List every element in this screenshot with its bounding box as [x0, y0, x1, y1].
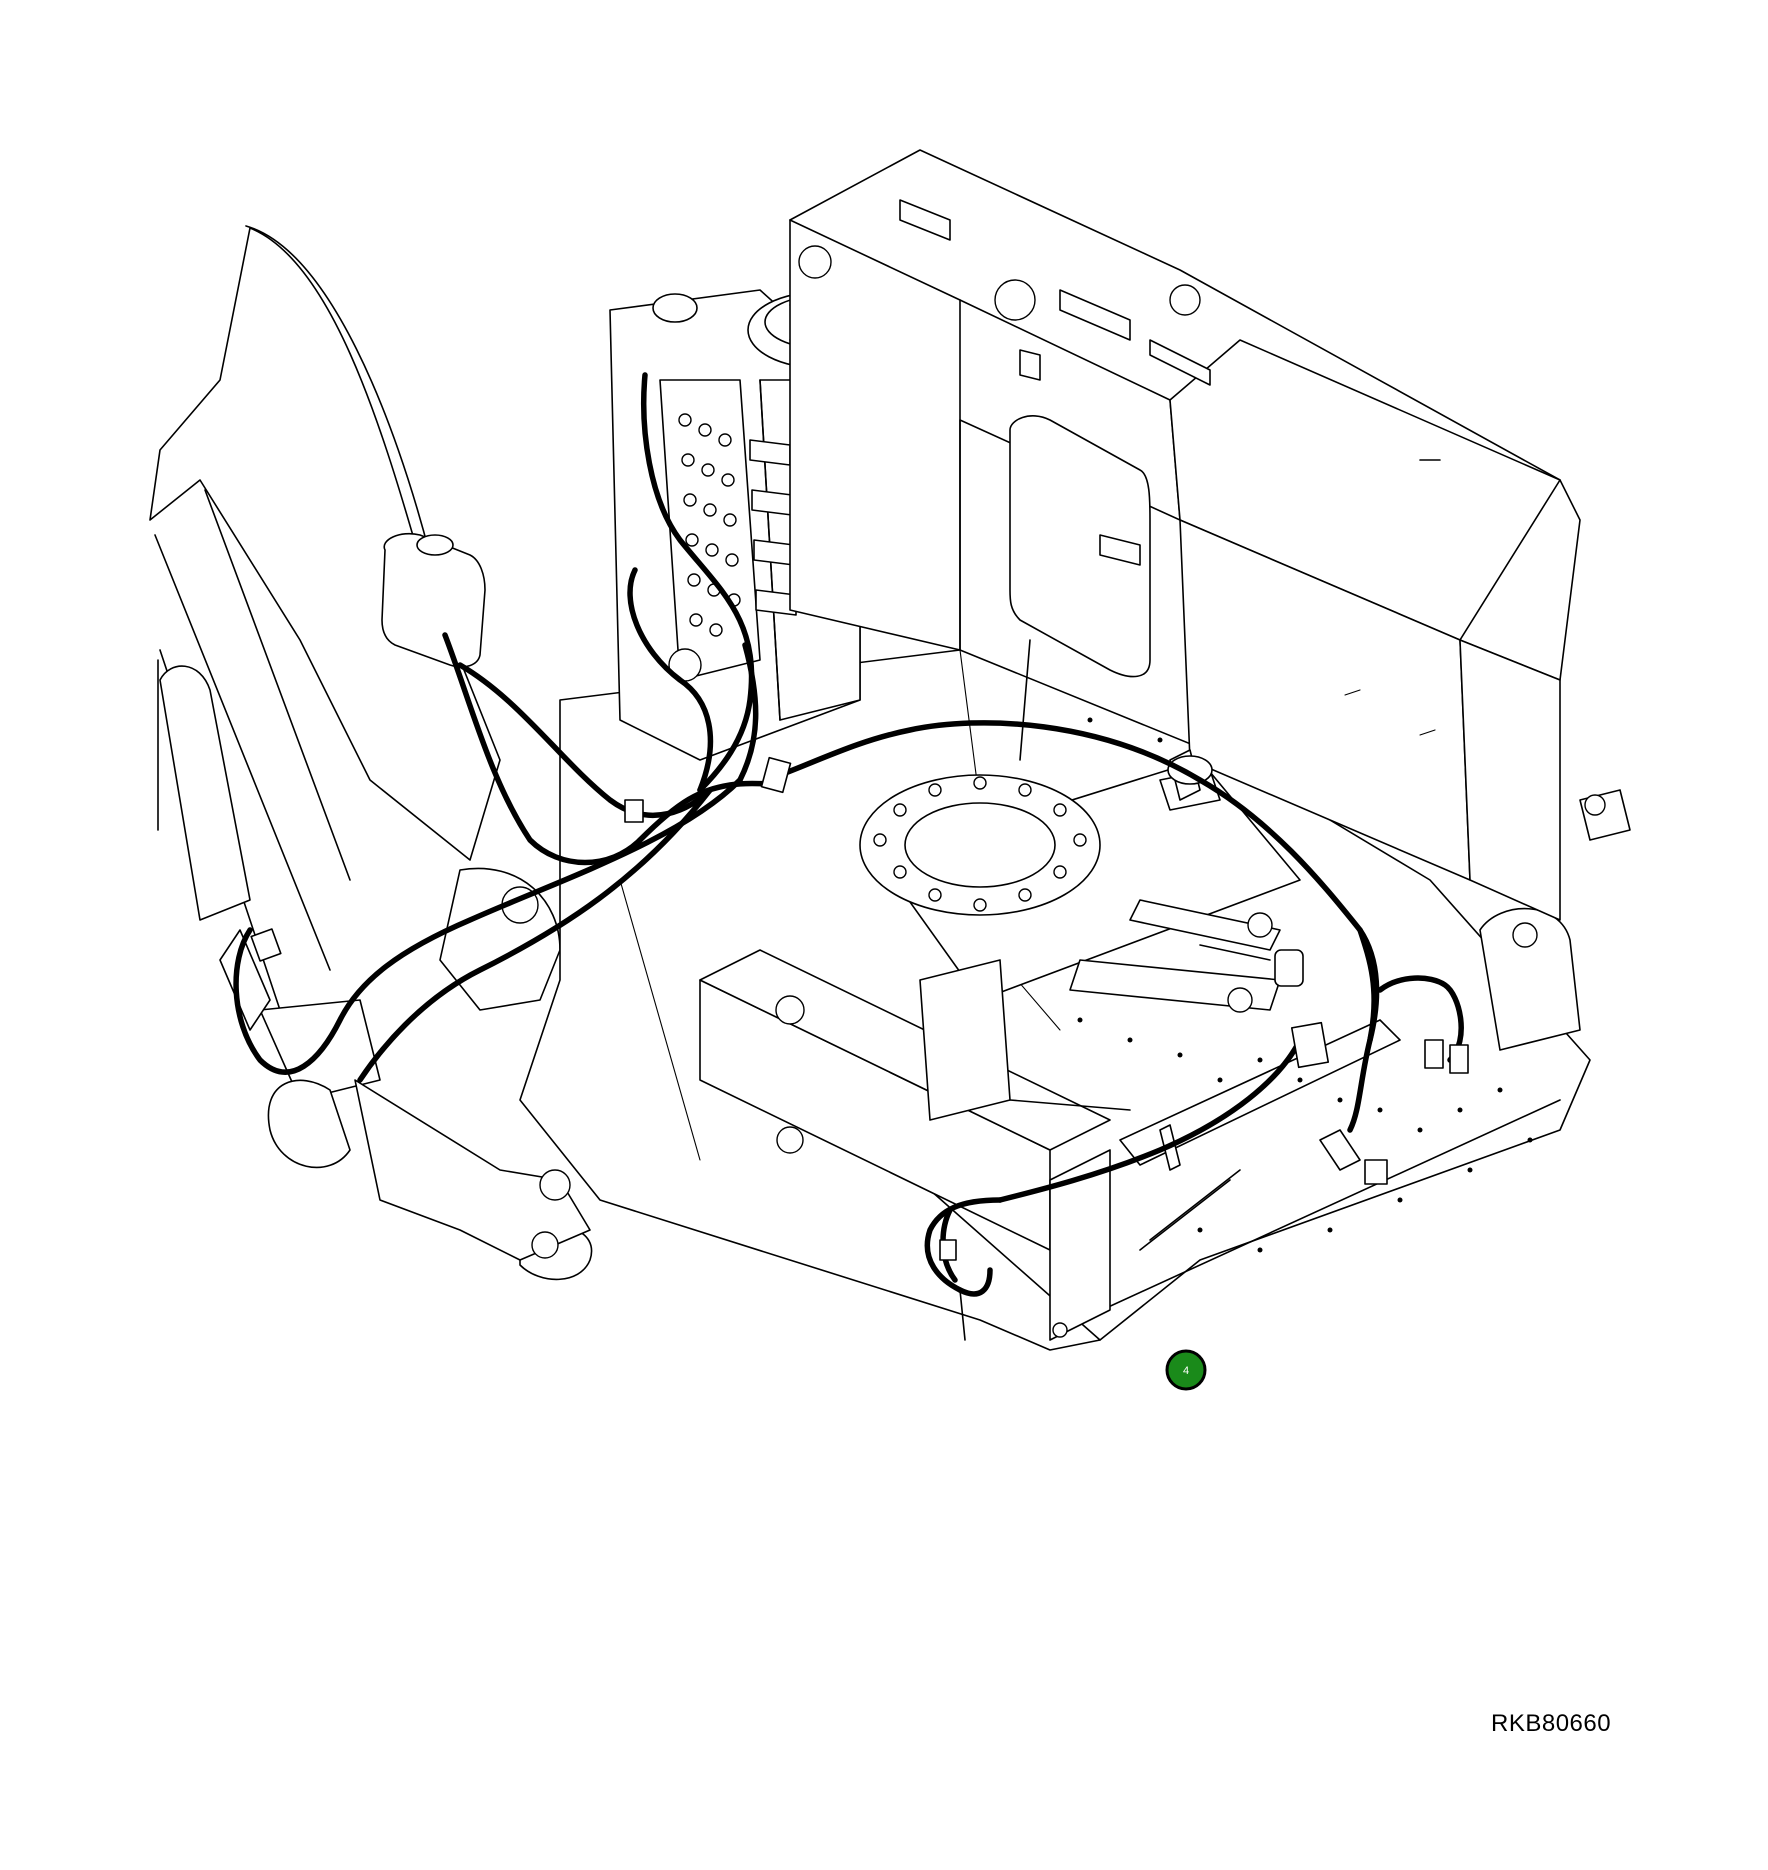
- callout-4-label: 4: [1183, 1365, 1189, 1377]
- leader-lines: [959, 639, 1271, 1341]
- bearing-bolt-holes: [873, 776, 1087, 912]
- upper-frame-deck: [519, 649, 1631, 1351]
- control-valve-block: [659, 379, 797, 682]
- valve-spools: [678, 413, 741, 637]
- drawing-code: RKB80660: [1491, 1710, 1612, 1737]
- harness-connectors: [250, 756, 1469, 1261]
- wire-harness: [233, 372, 1464, 1297]
- boom-arm: [149, 225, 593, 1281]
- reservoir-tank: [381, 532, 486, 668]
- engine-hood: [789, 149, 1581, 921]
- deck-rivets: [1077, 717, 1533, 1253]
- callout-4[interactable]: 4: [1165, 1349, 1207, 1391]
